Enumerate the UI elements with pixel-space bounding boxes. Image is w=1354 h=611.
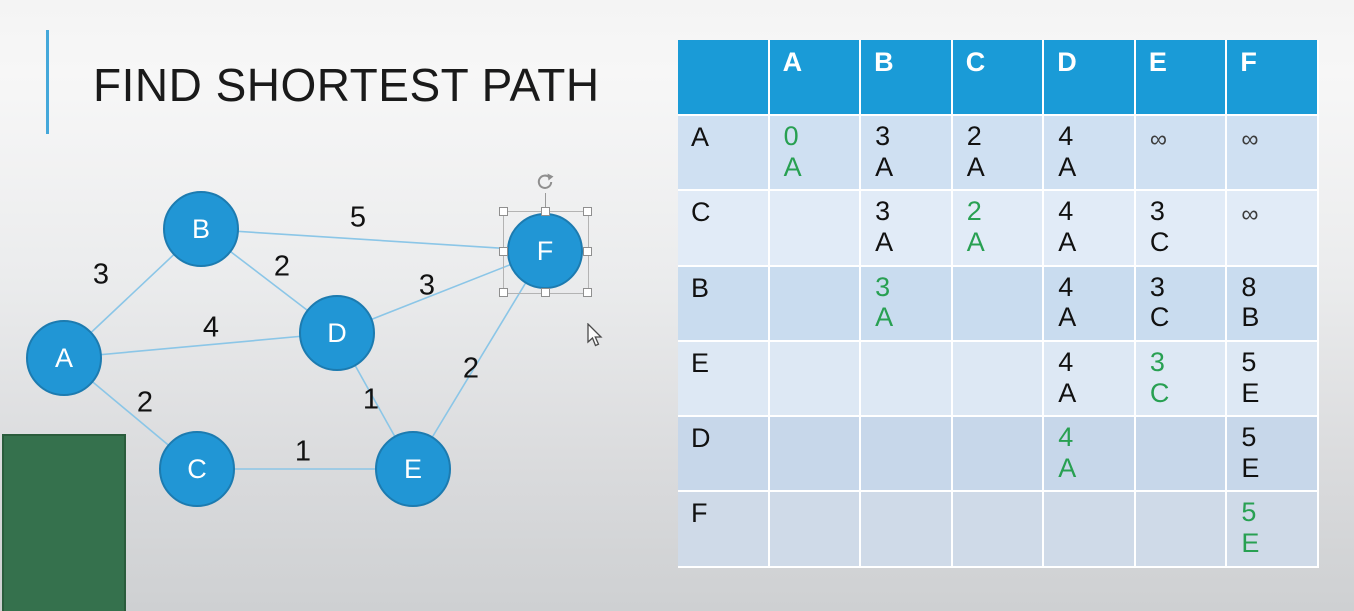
edge-weight-D-F[interactable]: 3 [418,269,436,302]
node-F-label: F [536,235,554,266]
title-accent-bar [46,30,49,134]
row-label-B[interactable]: B [678,266,770,342]
rotate-arrow-icon[interactable] [535,172,555,192]
cell-F-B[interactable] [861,492,953,568]
cell-F-D[interactable] [1044,492,1136,568]
node-A[interactable]: A [26,320,102,396]
selection-handle-sw[interactable] [499,288,508,297]
cell-B-A[interactable] [769,266,862,342]
node-D[interactable]: D [299,295,375,371]
cell-F-C[interactable] [952,492,1045,568]
edge-weight-A-B[interactable]: 3 [92,258,110,291]
row-label-F[interactable]: F [678,492,770,568]
rotation-handle-stem [545,193,546,212]
cell-A-E[interactable]: ∞ [1135,116,1228,192]
cell-D-B[interactable] [861,417,953,493]
edge-A-D[interactable] [63,332,338,359]
cell-B-C[interactable] [952,266,1045,342]
selection-handle-ne[interactable] [583,207,592,216]
node-A-label: A [54,342,73,373]
edge-weight-A-C[interactable]: 2 [136,386,154,419]
selection-box-node-F [499,173,592,297]
cell-F-A[interactable] [769,492,862,568]
col-header-A[interactable]: A [769,40,862,116]
selection-handle-nw[interactable] [499,207,508,216]
col-header-E[interactable]: E [1135,40,1228,116]
node-B[interactable]: B [163,191,239,267]
selection-handle-w[interactable] [499,247,508,256]
edge-weight-C-E[interactable]: 1 [294,435,312,468]
edge-weight-B-D[interactable]: 2 [273,250,291,283]
node-F[interactable]: F [507,213,583,289]
cell-D-E[interactable] [1135,417,1228,493]
cell-D-A[interactable] [769,417,862,493]
node-E-label: E [403,453,422,484]
col-header-blank[interactable] [678,40,770,116]
cell-D-C[interactable] [952,417,1045,493]
row-label-D[interactable]: D [678,417,770,493]
green-rectangle-shape[interactable] [2,434,126,611]
row-label-A[interactable]: A [678,116,770,192]
arrow-pointer-icon [587,323,603,347]
col-header-B[interactable]: B [861,40,953,116]
selection-handle-e[interactable] [583,247,592,256]
cell-C-A[interactable] [769,191,862,267]
cell-C-F[interactable]: ∞ [1227,191,1319,267]
slide-title[interactable]: FIND SHORTEST PATH [93,59,600,111]
edge-B-F[interactable] [200,228,546,252]
edge-weight-E-F[interactable]: 2 [462,352,480,385]
selection-handle-s[interactable] [541,288,550,297]
edge-weight-A-D[interactable]: 4 [202,311,220,344]
node-B-label: B [191,213,210,244]
edge-E-F[interactable] [412,250,546,470]
node-C[interactable]: C [159,431,235,507]
node-E[interactable]: E [375,431,451,507]
cell-E-C[interactable] [952,341,1045,418]
row-label-E[interactable]: E [678,341,770,418]
cell-E-A[interactable] [769,341,862,418]
node-C-label: C [187,453,207,484]
row-label-C[interactable]: C [678,191,770,267]
col-header-F[interactable]: F [1227,40,1319,116]
edge-weight-D-E[interactable]: 1 [362,383,380,416]
selection-handle-n[interactable] [541,207,550,216]
node-D-label: D [327,317,347,348]
selection-handle-se[interactable] [583,288,592,297]
col-header-C[interactable]: C [952,40,1045,116]
cell-A-F[interactable]: ∞ [1227,116,1319,192]
cell-F-E[interactable] [1135,492,1228,568]
col-header-D[interactable]: D [1044,40,1136,116]
cell-E-B[interactable] [861,341,953,418]
edge-weight-B-F[interactable]: 5 [349,201,367,234]
